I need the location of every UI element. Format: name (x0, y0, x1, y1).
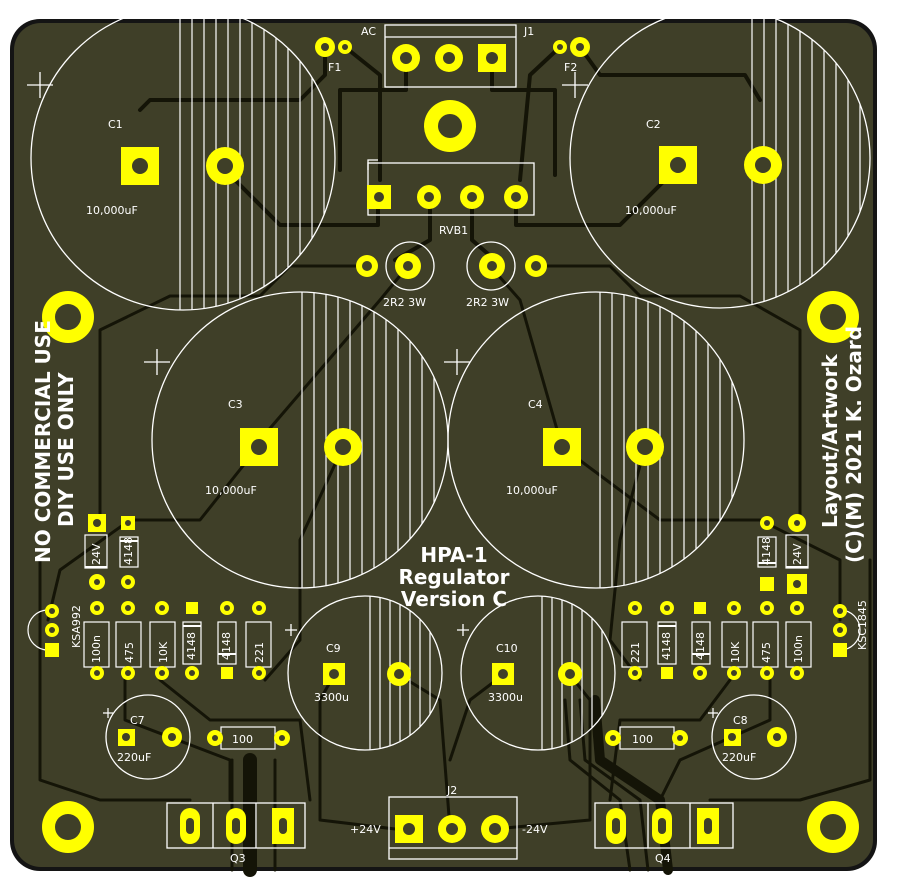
left-notice-line-1: NO COMMERCIAL USE (31, 320, 55, 563)
c3-ref: C3 (228, 398, 243, 411)
left-r100-label: 100 (232, 733, 253, 746)
right-diode-b-label: 4148 (694, 632, 707, 660)
right-r475-label: 475 (760, 642, 773, 663)
board-title-line-1: HPA-1 (420, 543, 487, 567)
left-diode-c-label: 4148 (220, 632, 233, 660)
left-r475-label: 475 (123, 642, 136, 663)
j2-ref: J2 (446, 784, 457, 797)
f2-ref: F2 (564, 61, 577, 74)
plus-marker-c3 (144, 349, 170, 375)
board-title-line-3: Version C (401, 587, 507, 611)
j2-right-label: -24V (522, 823, 548, 836)
right-notice-line-2: (C)(M) 2021 K. Ozard (842, 326, 866, 563)
left-r10k-label: 10K (157, 641, 170, 663)
capacitor-c4: C4 10,000uF (447, 291, 745, 589)
power-resistor-right-label: 2R2 3W (466, 296, 509, 309)
c2-value: 10,000uF (625, 204, 677, 217)
right-zener-label: 24V (791, 543, 804, 565)
c1-value: 10,000uF (86, 204, 138, 217)
c1-ref: C1 (108, 118, 123, 131)
c8-value: 220uF (722, 751, 756, 764)
board-title-line-2: Regulator (398, 565, 509, 589)
c9-ref: C9 (326, 642, 341, 655)
right-transistor-label: KSC1845 (856, 600, 869, 650)
right-notice-line-1: Layout/Artwork (818, 354, 842, 528)
power-resistor-left-label: 2R2 3W (383, 296, 426, 309)
power-resistor-right-outline (466, 241, 516, 291)
right-r10k-label: 10K (729, 641, 742, 663)
c3-value: 10,000uF (205, 484, 257, 497)
left-transistor-label: KSA992 (70, 605, 83, 648)
connector-j2: J2 +24V -24V (350, 784, 548, 860)
connector-j1: AC J1 (361, 24, 534, 88)
plus-marker-c2 (562, 72, 588, 98)
j2-left-label: +24V (350, 823, 381, 836)
rvb1-ref: RVB1 (439, 224, 468, 237)
c7-value: 220uF (117, 751, 151, 764)
c10-value: 3300u (488, 691, 523, 704)
q4-ref: Q4 (655, 852, 671, 865)
right-r100-label: 100 (632, 733, 653, 746)
f1-ref: F1 (328, 61, 341, 74)
right-cap-label: 100n (792, 635, 805, 663)
capacitor-c7: C7 220uF (103, 694, 191, 780)
c2-ref: C2 (646, 118, 661, 131)
transistor-q4: Q4 (594, 802, 734, 865)
plus-marker-c4 (444, 349, 470, 375)
right-diode-a-label: 4148 (760, 537, 773, 565)
left-notice-line-2: DIY USE ONLY (54, 372, 78, 527)
copper-pads (42, 37, 859, 853)
c4-value: 10,000uF (506, 484, 558, 497)
left-zener-label: 24V (90, 543, 103, 565)
capacitor-c10: C10 3300u (457, 595, 616, 751)
q3-ref: Q3 (230, 852, 246, 865)
j1-ref: J1 (523, 25, 534, 38)
c4-ref: C4 (528, 398, 543, 411)
c8-ref: C8 (733, 714, 748, 727)
left-diode-a-label: 4148 (122, 537, 135, 565)
plus-marker-c1 (27, 72, 53, 98)
capacitor-c8: C8 220uF (708, 694, 797, 780)
j1-label: AC (361, 25, 376, 38)
c10-ref: C10 (496, 642, 518, 655)
left-cap-label: 100n (90, 635, 103, 663)
power-resistor-left-outline (385, 241, 435, 291)
transistor-q3: Q3 (166, 802, 306, 865)
right-diode-c-label: 4148 (660, 632, 673, 660)
left-r221-label: 221 (253, 642, 266, 663)
right-r221-label: 221 (629, 642, 642, 663)
c9-value: 3300u (314, 691, 349, 704)
left-diode-b-label: 4148 (185, 632, 198, 660)
c7-ref: C7 (130, 714, 145, 727)
